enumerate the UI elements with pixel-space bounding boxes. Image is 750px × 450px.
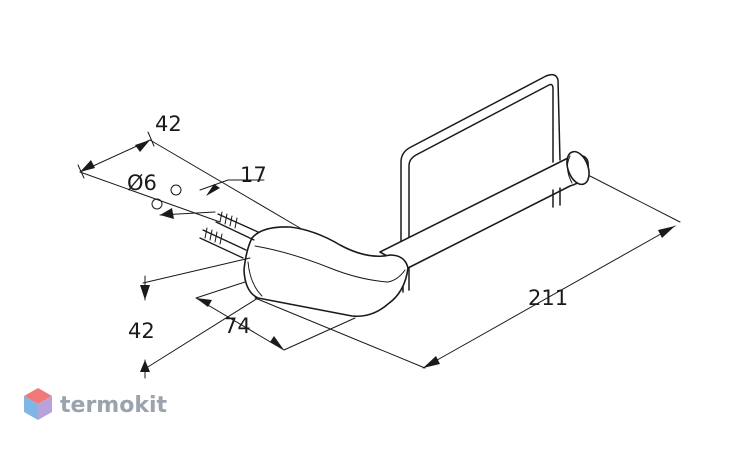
wire-frame-inner bbox=[408, 83, 554, 249]
product-outline bbox=[199, 73, 590, 318]
wall-plug-upper bbox=[215, 211, 259, 241]
holder-arm bbox=[243, 226, 409, 318]
rod-end-detail bbox=[566, 155, 573, 184]
logo-text: termokit bbox=[60, 393, 167, 418]
termokit-logo: termokit bbox=[24, 388, 167, 420]
wire-frame-outer bbox=[400, 73, 561, 253]
dimension-42-bottom: 42 bbox=[128, 319, 155, 343]
dimension-17: 17 bbox=[240, 163, 267, 187]
dimension-74: 74 bbox=[224, 314, 251, 338]
hole-lower bbox=[151, 198, 163, 210]
arm-face-line bbox=[247, 261, 263, 297]
dimension-211: 211 bbox=[528, 286, 568, 310]
dimension-diameter-6: Ø6 bbox=[127, 171, 157, 195]
roll-rod bbox=[379, 154, 589, 269]
wall-plug-lower bbox=[199, 227, 247, 259]
hole-upper bbox=[170, 184, 182, 196]
dimension-lines bbox=[77, 131, 681, 379]
arm-edge-line bbox=[254, 245, 406, 283]
cube-icon bbox=[24, 388, 52, 420]
dimension-42-top: 42 bbox=[155, 112, 182, 136]
rod-end-cap bbox=[566, 150, 590, 186]
